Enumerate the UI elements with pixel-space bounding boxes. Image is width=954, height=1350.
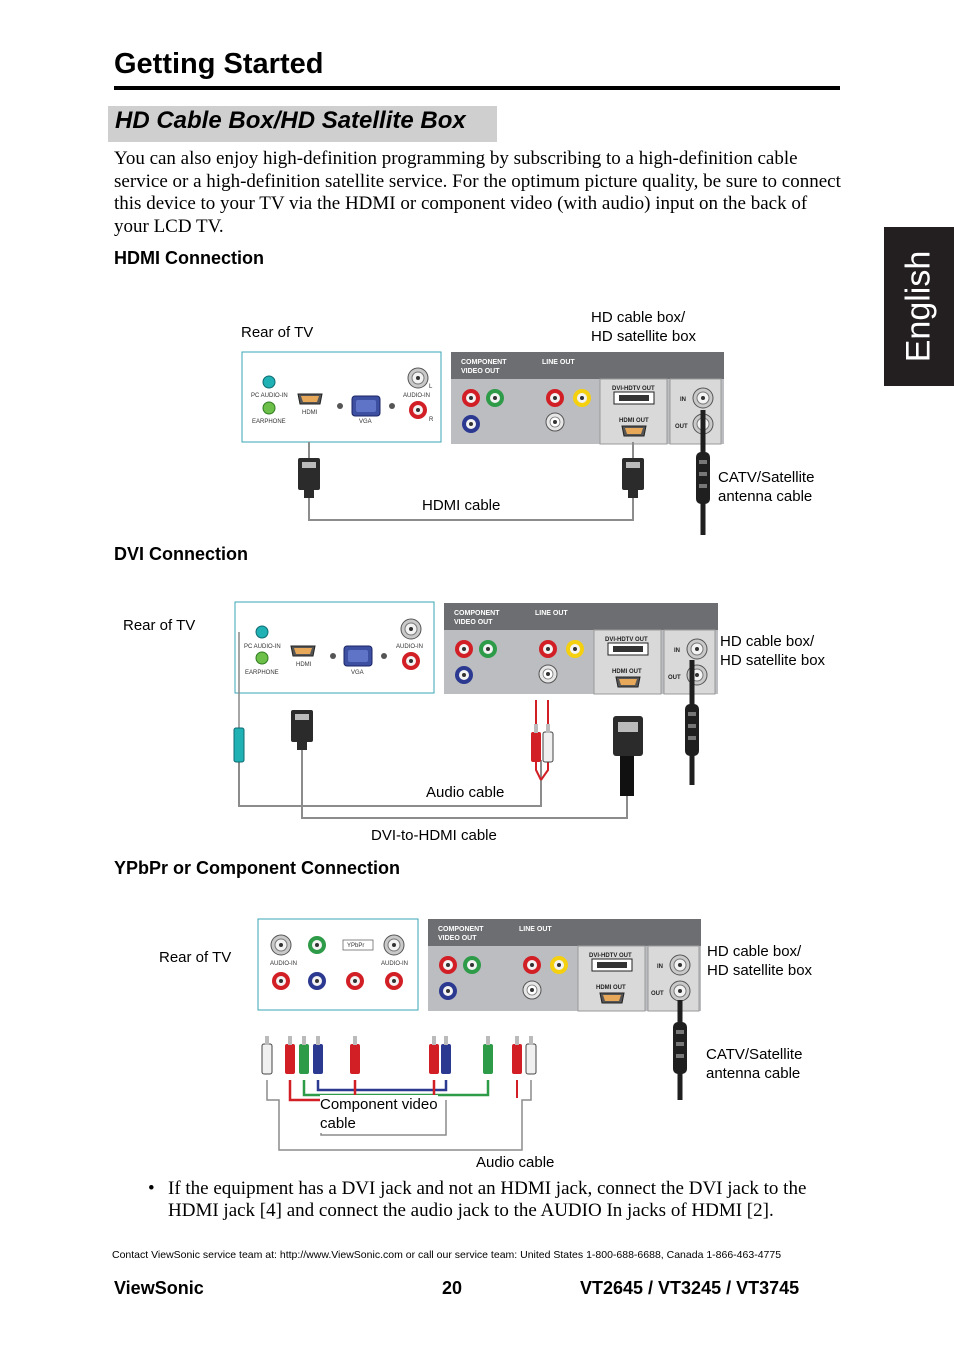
dvi-to-hdmi-cable	[301, 740, 628, 819]
pc-audio-in-text: PC AUDIO-IN	[251, 393, 288, 399]
in-text: IN	[657, 964, 663, 970]
tv-rear-panel	[257, 918, 419, 1011]
in-text: IN	[674, 648, 680, 654]
hdmi-out-text: HDMI OUT	[619, 418, 649, 424]
contact-line: Contact ViewSonic service team at: http:…	[112, 1249, 782, 1261]
dvi-note: • If the equipment has a DVI jack and no…	[148, 1178, 848, 1222]
earphone-jack	[262, 401, 276, 415]
dvi-hdtv-out-text: DVI-HDTV OUT	[612, 386, 655, 392]
r-text: R	[429, 417, 434, 423]
antenna-cable-plug	[696, 452, 710, 504]
bullet-mark: •	[148, 1178, 155, 1199]
audio-cable	[238, 760, 542, 807]
hdmi-out-text: HDMI OUT	[612, 669, 642, 675]
line-out-text: LINE OUT	[519, 926, 552, 933]
page-number: 20	[442, 1278, 463, 1298]
audio-in-text: AUDIO-IN	[403, 393, 430, 399]
language-tab	[884, 227, 954, 386]
audio-cable	[266, 1080, 532, 1151]
dvi-rear-of-tv-label: Rear of TV	[123, 617, 196, 634]
footer-models: VT2645 / VT3245 / VT3745	[580, 1278, 800, 1298]
dvi-audio-cable-label: Audio cable	[426, 784, 505, 801]
vga-text: VGA	[351, 670, 364, 676]
hdmi-out-text: HDMI OUT	[596, 985, 626, 991]
vga-text: VGA	[359, 419, 372, 425]
ypbpr-connection-heading: YPbPr or Component Connection	[114, 858, 400, 878]
dvi-connection-heading: DVI Connection	[114, 544, 248, 564]
audio-in-text: AUDIO-IN	[270, 961, 297, 967]
audio-in-l-jack	[407, 367, 429, 389]
dvi-box-label: HD cable box/ HD satellite box	[720, 633, 826, 669]
pc-audio-in-text: PC AUDIO-IN	[244, 644, 281, 650]
tv-rear-panel	[241, 351, 442, 443]
out-text: OUT	[668, 675, 681, 681]
out-text: OUT	[675, 424, 688, 430]
title-rule	[114, 86, 840, 90]
line-out-text: LINE OUT	[535, 610, 568, 617]
hdmi-box-label: HD cable box/ HD satellite box	[591, 309, 697, 345]
section-title-background	[108, 106, 497, 142]
intro-paragraph: You can also enjoy high-definition progr…	[114, 148, 841, 237]
hdmi-antenna-label: CATV/Satellite antenna cable	[718, 469, 815, 505]
audio-in-text-2: AUDIO-IN	[381, 961, 408, 967]
dvi-diagram: PC AUDIO-IN EARPHONE HDMI VGA AUDIO-IN C…	[233, 601, 718, 819]
ypbpr-antenna-label: CATV/Satellite antenna cable	[706, 1046, 803, 1082]
ypbpr-rear-of-tv-label: Rear of TV	[159, 949, 232, 966]
hdmi-diagram: PC AUDIO-IN EARPHONE HDMI VGA AUDIO-IN L…	[241, 351, 724, 535]
hdmi-cable-label: HDMI cable	[422, 497, 501, 514]
audio-in-r-jack	[409, 401, 427, 419]
l-text: L	[429, 384, 433, 390]
in-text: IN	[680, 397, 686, 403]
hdmi-text: HDMI	[296, 662, 312, 668]
hdmi-port	[297, 393, 323, 405]
dvi-note-text: If the equipment has a DVI jack and not …	[168, 1178, 807, 1221]
hdmi-connection-heading: HDMI Connection	[114, 248, 264, 268]
ypbpr-text: YPbPr	[347, 943, 364, 949]
dvi-to-hdmi-cable-label: DVI-to-HDMI cable	[371, 827, 497, 844]
hdmi-text: HDMI	[302, 410, 318, 416]
hdmi-rear-of-tv-label: Rear of TV	[241, 324, 314, 341]
page-title: Getting Started	[114, 48, 324, 80]
line-out-text: LINE OUT	[542, 359, 575, 366]
section-title: HD Cable Box/HD Satellite Box	[115, 107, 466, 134]
ypbpr-box-label: HD cable box/ HD satellite box	[707, 943, 813, 979]
vga-port	[351, 395, 381, 417]
tv-rear-panel	[234, 601, 435, 694]
component-video-cable-label: Component video cable	[320, 1095, 438, 1133]
earphone-text: EARPHONE	[245, 670, 279, 676]
out-text: OUT	[651, 991, 664, 997]
pc-audio-in-jack	[262, 375, 276, 389]
dvi-hdtv-out-text: DVI-HDTV OUT	[589, 953, 632, 959]
dvi-hdtv-out-text: DVI-HDTV OUT	[605, 637, 648, 643]
earphone-text: EARPHONE	[252, 419, 286, 425]
footer-brand: ViewSonic	[114, 1278, 204, 1298]
audio-in-text: AUDIO-IN	[396, 644, 423, 650]
ypbpr-audio-cable-label: Audio cable	[476, 1154, 555, 1171]
